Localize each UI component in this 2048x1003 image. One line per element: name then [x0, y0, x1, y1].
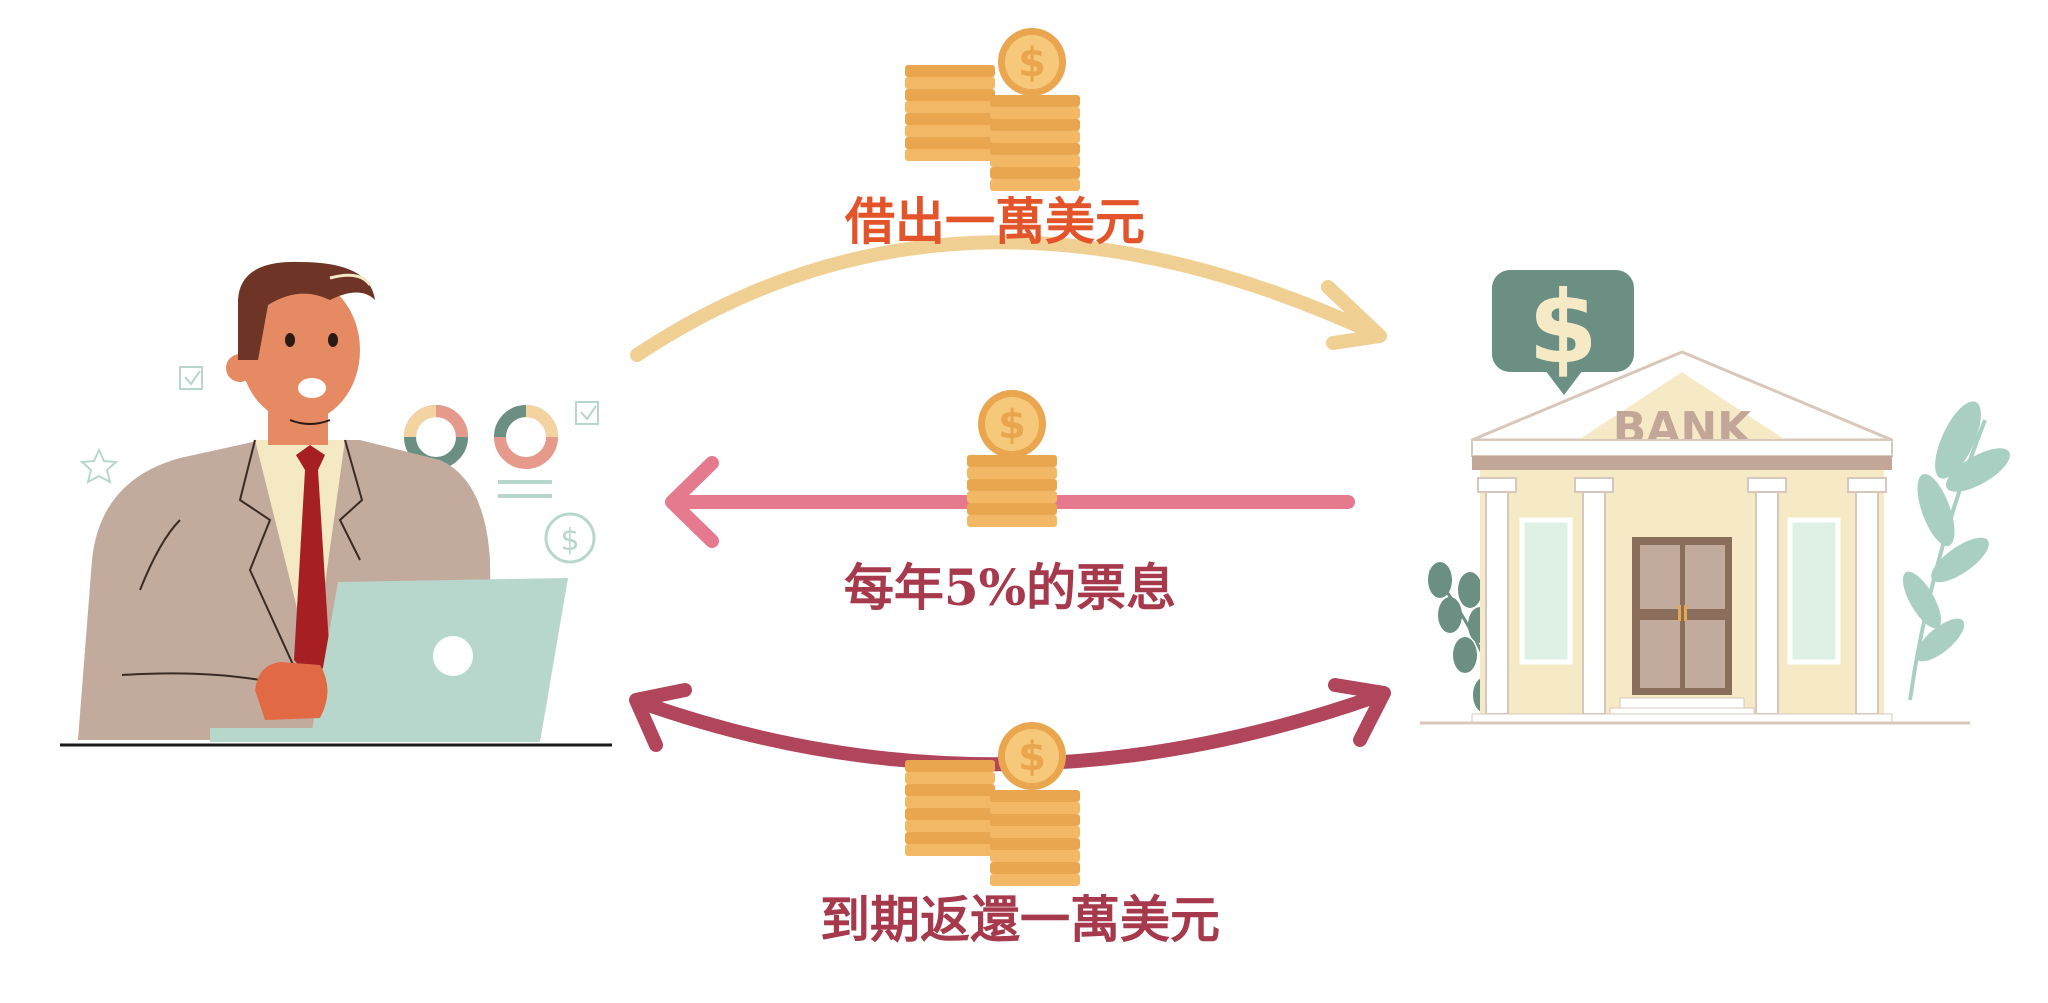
bubble-dollar-sign: $	[1528, 269, 1598, 386]
lend-label: 借出一萬美元	[845, 192, 1145, 251]
coin-stack-icon	[905, 28, 1080, 191]
lend-arrow	[630, 235, 1387, 362]
businessman-at-laptop-icon: $	[60, 261, 612, 747]
coin-stack-icon	[905, 722, 1080, 886]
dollar-speech-bubble-icon: $	[1492, 269, 1634, 395]
bank-building-icon: BANK	[1420, 350, 2010, 725]
coin-stack-icon	[967, 390, 1057, 527]
coupon-label: 每年5%的票息	[843, 558, 1177, 617]
svg-text:$: $	[560, 523, 579, 558]
return-label: 到期返還一萬美元	[820, 890, 1220, 949]
